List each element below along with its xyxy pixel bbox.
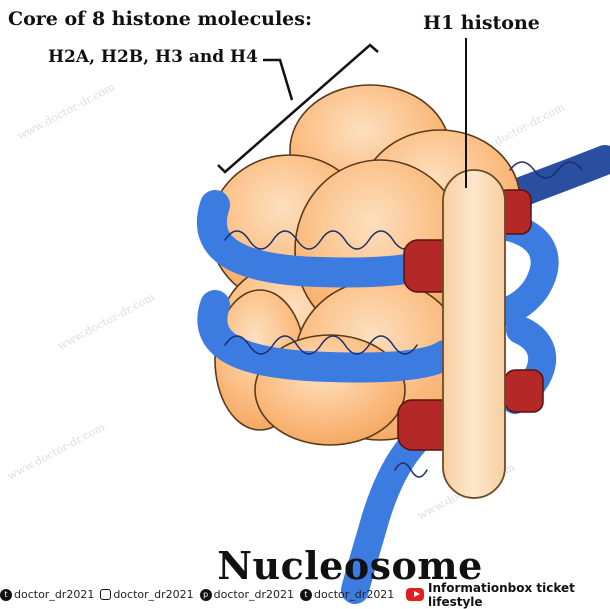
youtube-icon[interactable] — [406, 588, 425, 601]
tumblr-icon: t — [299, 588, 312, 601]
h1-histone — [442, 169, 506, 499]
h1-label: H1 histone — [423, 12, 540, 34]
footer-handle: doctor_dr2021 — [113, 588, 194, 601]
watermark-text: www.doctor-dr.com — [5, 420, 107, 482]
instagram-icon — [100, 589, 112, 600]
dna-helix-line — [509, 161, 583, 179]
footer-item[interactable]: doctor_dr2021 — [100, 588, 194, 601]
core-subtitle: H2A, H2B, H3 and H4 — [48, 47, 258, 67]
dna-helix-line — [224, 335, 418, 355]
core-title: Core of 8 histone molecules: — [8, 8, 312, 30]
twitter-icon: t — [0, 588, 12, 601]
diagram-title: Nucleosome — [217, 543, 483, 588]
dna-wrap-lower — [197, 290, 460, 383]
pinterest-icon: p — [199, 588, 212, 601]
watermark-text: www.doctor-dr.com — [55, 290, 157, 352]
watermark-text: www.doctor-dr.com — [15, 80, 117, 142]
footer-handle: doctor_dr2021 — [14, 588, 95, 601]
footer-handle: doctor_dr2021 — [213, 588, 294, 601]
footer-handle: doctor_dr2021 — [313, 588, 395, 601]
core-bracket — [217, 43, 379, 174]
dna-helix-line — [224, 230, 418, 250]
dna-helix-line — [394, 462, 428, 478]
linker-segment — [504, 369, 544, 413]
core-bracket-leader — [263, 58, 294, 101]
youtube-channel[interactable]: Informationbox ticket lifestyle — [428, 580, 575, 609]
